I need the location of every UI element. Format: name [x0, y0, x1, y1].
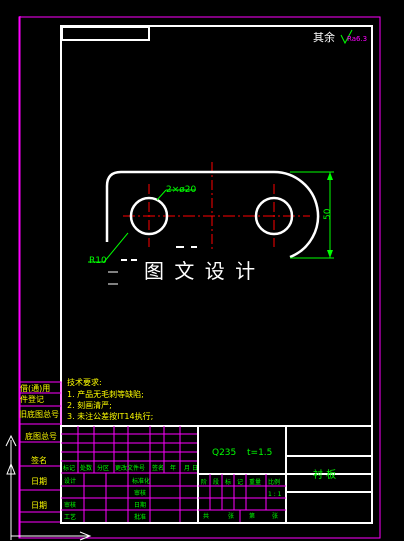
tech-req-item-3: 3. 未注公差按IT14执行;: [67, 411, 153, 421]
scale-value: 1 : 1: [268, 491, 282, 498]
rev-header-month: 月: [184, 465, 190, 472]
radius-dim-leader: [103, 232, 129, 263]
stage-header-2: 段: [213, 478, 219, 486]
height-arrow-bottom-icon: [327, 250, 333, 258]
left-label-used-on: 借(通)用: [20, 383, 50, 393]
role-design: 设计: [64, 477, 76, 485]
material-label: Q235: [212, 448, 236, 458]
left-label-signature: 签名: [31, 455, 47, 465]
stage-header-4: 记: [237, 479, 243, 486]
tech-req-item-1: 1. 产品无毛刺等缺陷;: [67, 389, 144, 399]
height-arrow-top-icon: [327, 172, 333, 180]
rev-header-mark: 标记: [63, 464, 75, 472]
left-label-registry: 件登记: [20, 394, 44, 404]
part-name: 衬 板: [313, 468, 336, 481]
role-date: 日期: [134, 501, 146, 509]
left-label-date-2: 日期: [31, 501, 47, 510]
sheet-total-suffix: 张: [228, 512, 234, 520]
rev-header-zone: 分区: [97, 464, 109, 472]
role-process: 工艺: [64, 513, 76, 521]
hole-dimension-label: 2×ø20: [166, 185, 196, 195]
rev-header-year: 年: [170, 464, 176, 472]
stage-header-1: 阶: [201, 478, 207, 486]
outer-trim-border: [18, 16, 381, 539]
role-review: 审核: [64, 501, 76, 509]
rev-header-doc-no: 更改文件号: [115, 464, 145, 472]
left-label-date-1: 日期: [31, 477, 47, 486]
role-standardization: 标准化: [132, 477, 150, 485]
thickness-label: t=1.5: [247, 448, 272, 458]
roughness-value: Ra6.3: [347, 35, 367, 43]
stage-header-weight: 重量: [249, 478, 261, 486]
left-label-old-drawing: 旧底图总号: [19, 409, 59, 419]
ucs-axis-icon: [5, 434, 92, 541]
rev-header-day: 日: [192, 465, 198, 472]
role-approval: 批准: [134, 513, 146, 521]
rev-header-count: 处数: [80, 464, 92, 472]
roughness-symbol-icon: [340, 29, 353, 45]
watermark-text: 图 文 设 计: [144, 259, 257, 283]
stage-header-scale: 比例: [268, 478, 280, 486]
role-checker: 审核: [134, 489, 146, 497]
sheet-current-prefix: 第: [249, 512, 255, 520]
left-margin-table: [18, 381, 62, 523]
hole-right: [254, 196, 294, 236]
radius-dimension-label: R10: [89, 256, 107, 266]
part-outline: [105, 170, 320, 259]
drawing-code-box: [61, 26, 150, 41]
stage-header-3: 标: [225, 478, 231, 486]
height-dimension-label: 50: [323, 208, 333, 220]
roughness-prefix: 其余: [313, 30, 335, 44]
rev-header-signature: 签名: [152, 464, 164, 472]
hole-left: [129, 196, 169, 236]
hole-dim-leader: [156, 189, 167, 201]
left-label-base-drawing: 底图总号: [25, 431, 57, 441]
tech-req-title: 技术要求:: [67, 377, 102, 387]
sheet-total-prefix: 共: [203, 512, 209, 520]
tech-req-item-2: 2. 刻画清严;: [67, 400, 112, 410]
sheet-current-suffix: 张: [272, 512, 278, 520]
title-block-grid: [60, 425, 373, 524]
